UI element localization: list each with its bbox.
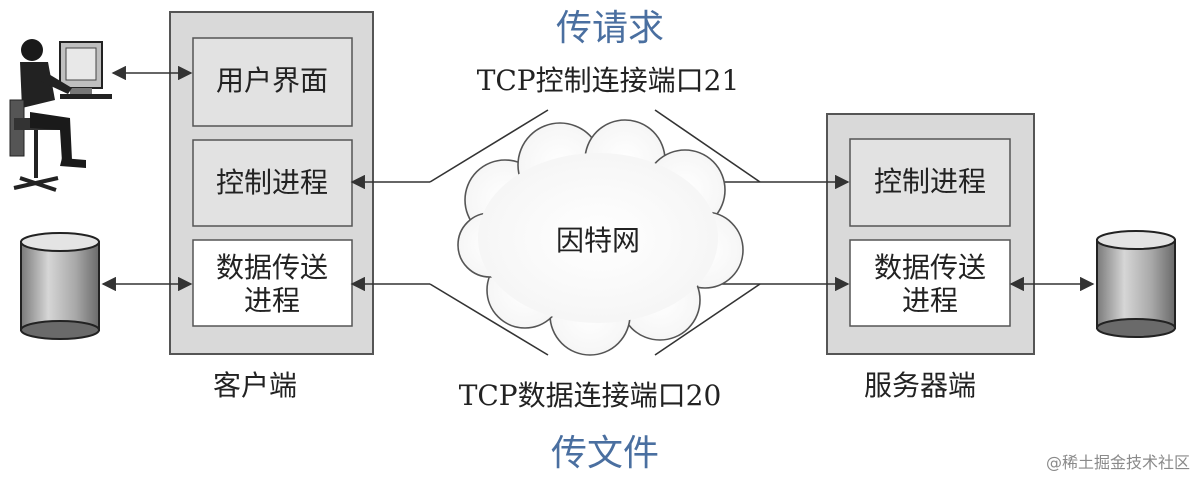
client-name-label: 客户端	[213, 369, 297, 402]
client-control-label: 控制进程	[216, 166, 328, 199]
client-data-label-line1: 数据传送	[216, 251, 328, 284]
client-panel: 用户界面 控制进程 数据传送 进程	[169, 11, 374, 355]
server-data-box	[849, 239, 1011, 327]
server-data-label-line2: 进程	[902, 284, 958, 317]
data-line-left-diag	[429, 283, 549, 356]
client-ui-label: 用户界面	[216, 64, 328, 97]
client-data-box	[192, 239, 353, 327]
tcp-control-label: TCP控制连接端口21	[477, 64, 740, 97]
server-control-box	[849, 138, 1011, 227]
server-control-label: 控制进程	[874, 165, 986, 198]
internet-cloud	[457, 119, 744, 356]
client-control-box	[192, 139, 353, 227]
client-database-icon	[20, 232, 100, 340]
watermark-text: @稀土掘金技术社区	[1046, 453, 1190, 472]
control-connection-lines	[350, 109, 850, 190]
internet-label: 因特网	[556, 224, 640, 257]
user-computer-icon	[9, 39, 112, 192]
request-label: 传请求	[556, 8, 664, 49]
control-line-right-diag	[654, 109, 761, 183]
server-data-label-line1: 数据传送	[874, 251, 986, 284]
data-connection-lines	[350, 276, 850, 356]
server-panel: 控制进程 数据传送 进程	[826, 113, 1035, 355]
server-database-icon	[1096, 230, 1176, 338]
server-name-label: 服务器端	[864, 369, 976, 402]
file-transfer-label: 传文件	[551, 433, 659, 474]
control-line-left-diag	[429, 109, 549, 183]
data-line-right-diag	[654, 283, 761, 356]
client-data-label-line2: 进程	[244, 284, 300, 317]
tcp-data-label: TCP数据连接端口20	[459, 379, 722, 412]
client-ui-box	[192, 37, 353, 127]
